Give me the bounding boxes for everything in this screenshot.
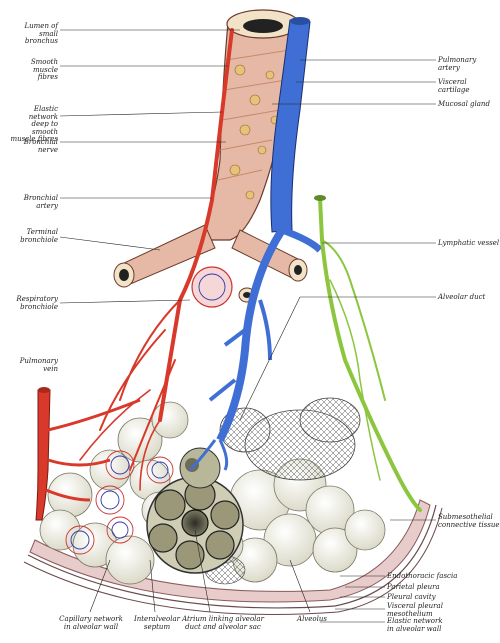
label-capillary-network: Capillary network in alveolar wall (59, 615, 123, 631)
label-pulmonary-vein: Pulmonary vein (19, 357, 58, 373)
label-smooth-muscle-fibres: Smooth muscle fibres (30, 58, 58, 81)
label-visceral-cartilage: Visceral cartilage (438, 78, 470, 94)
pulmonary-vein (35, 387, 141, 521)
alveolar-sac-section (146, 447, 244, 574)
label-elastic-network-deep: Elastic network deep to smooth muscle fi… (10, 105, 59, 143)
label-terminal-bronchiole: Terminal bronchiole (20, 228, 58, 244)
label-mucosal-gland: Mucosal gland (438, 100, 490, 108)
lymphatic-vessel (314, 195, 422, 512)
bronchial-artery (79, 28, 234, 491)
label-visceral-pleural-mesothelium: Visceral pleural mesothelium (387, 602, 443, 618)
label-bronchial-nerve: Bronchial nerve (23, 138, 58, 154)
label-interalveolar-septum: Interalveolar septum (133, 615, 181, 631)
label-atrium: Atrium linking alveolar duct and alveola… (182, 615, 264, 631)
elastic-mesh (204, 397, 361, 585)
label-alveolar-duct: Alveolar duct (438, 293, 486, 301)
label-submesothelial-connective-tissue: Submesothelial connective tissue (438, 513, 500, 529)
capillary-network (65, 266, 233, 555)
label-respiratory-bronchiole: Respiratory bronchiole (16, 295, 58, 311)
label-bronchial-artery: Bronchial artery (23, 194, 58, 210)
pulmonary-artery (188, 17, 323, 472)
label-alveolus: Alveolus (297, 615, 327, 623)
label-lumen-of-small-bronchus: Lumen of small bronchus (24, 22, 58, 45)
label-pulmonary-artery: Pulmonary artery (438, 56, 477, 72)
label-parietal-pleura: Parietal pleura (387, 583, 440, 591)
leader-lines (59, 29, 436, 623)
label-elastic-network-alveolar-wall: Elastic network in alveolar wall (387, 617, 443, 633)
label-pleural-cavity: Pleural cavity (387, 593, 436, 601)
label-lymphatic-vessel: Lymphatic vessel (438, 239, 500, 247)
label-endothoracic-fascia: Endothoracic fascia (387, 572, 458, 580)
bronchus (113, 9, 308, 303)
